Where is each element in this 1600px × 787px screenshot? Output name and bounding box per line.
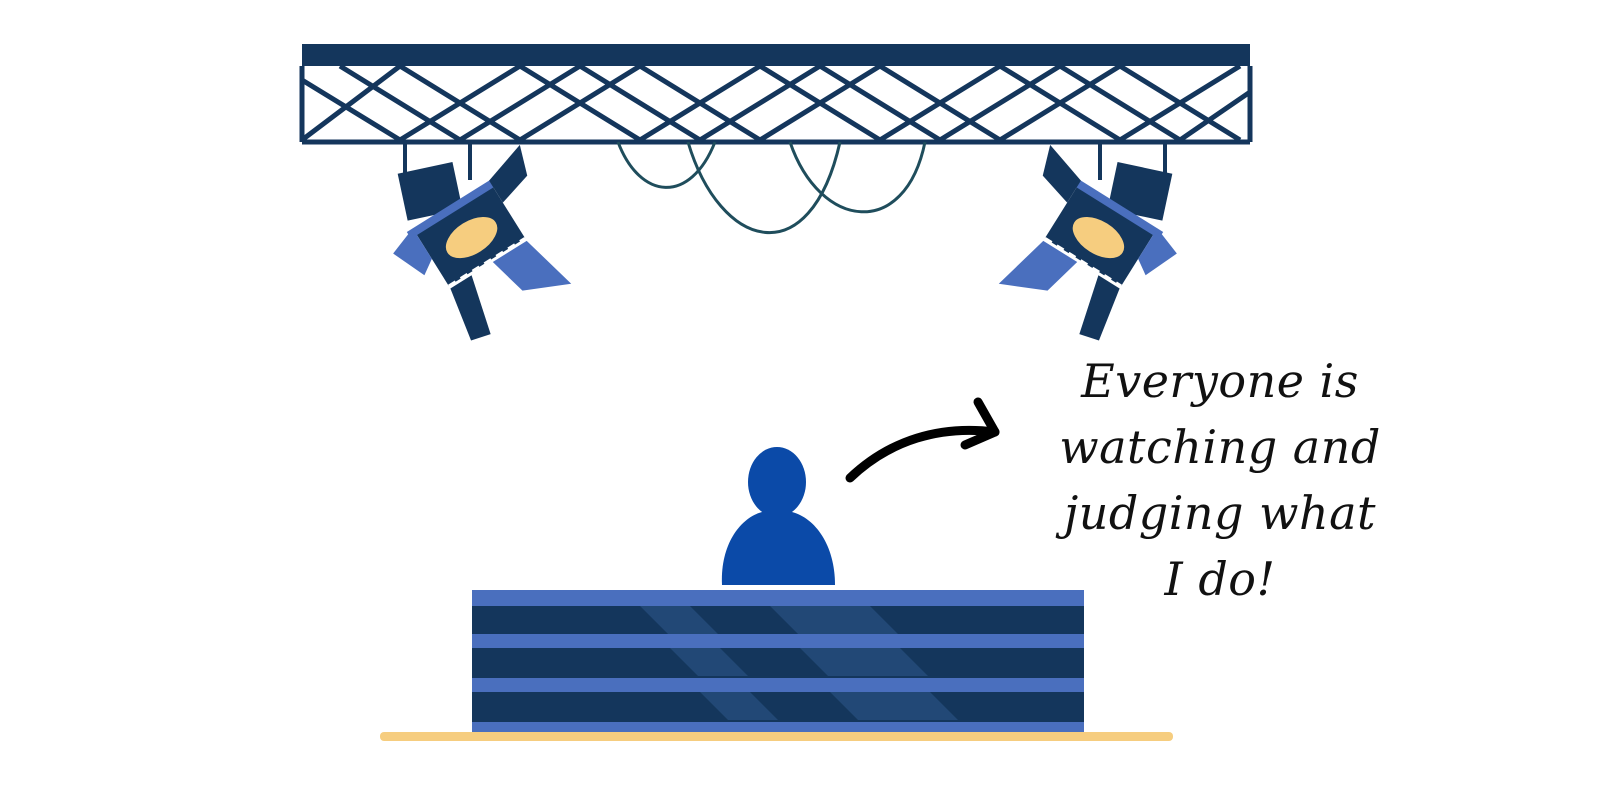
person-icon [721,447,835,585]
spotlight-right [998,142,1177,341]
caption-text: Everyone is watching and judging what I … [1030,348,1410,612]
caption-line-4: I do! [1164,552,1276,606]
caption-line-3: judging what [1063,486,1377,540]
podium [472,590,1084,736]
curved-arrow-icon [845,397,1000,483]
stage-cables [616,141,927,235]
caption-line-1: Everyone is [1081,354,1359,408]
caption-line-2: watching and [1059,420,1381,474]
spotlight-left [393,142,572,341]
stage-floor [380,732,1173,741]
stage-truss-icon [299,44,1253,145]
